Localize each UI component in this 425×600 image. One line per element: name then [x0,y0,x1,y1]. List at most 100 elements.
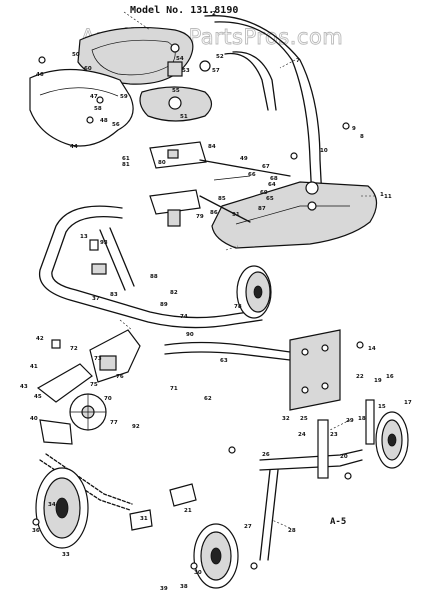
callout-number: 55 [172,88,180,94]
callout-number: 70 [104,396,112,402]
callout-number: 86 [210,210,218,216]
callout-number: 34 [48,502,56,508]
callout-number: 15 [378,404,386,410]
linkage-rods [199,159,291,223]
callout-number: 38 [180,584,188,590]
seat-pan [29,68,134,147]
callout-number: 13 [80,234,88,240]
callout-number: 93 [100,240,108,246]
callout-number: 61 [122,156,130,162]
center-bracket-upper [149,141,207,169]
front-axle [259,449,363,561]
callout-number: 83 [110,292,118,298]
callout-number: 54 [176,56,184,62]
callout-number: 50 [72,52,80,58]
callout-number: 90 [186,332,194,338]
callout-number: 75 [90,382,98,388]
callout-number: 43 [20,384,28,390]
callout-number: 28 [288,528,296,534]
callout-number: 21 [184,508,192,514]
front-wheel-right [375,411,409,469]
callout-number: 66 [248,172,256,178]
sheet-label: A-5 [330,517,346,527]
center-bracket-lower [149,189,201,227]
seat-mount-plate [139,86,213,122]
callout-number: 69 [260,190,268,196]
callout-number: 41 [30,364,38,370]
callout-number: 53 [182,68,190,74]
callout-number: 76 [116,374,124,380]
rear-wheel-upper [236,265,272,319]
main-frame-tube [38,205,263,329]
callout-number: 80 [158,160,166,166]
callout-number: 7 [296,58,300,64]
callout-number: 45 [34,394,42,400]
callout-number: 72 [70,346,78,352]
callout-number: 8 [360,134,364,140]
callout-number: 24 [298,432,306,438]
callout-number: 74 [180,314,188,320]
callout-number: 46 [36,72,44,78]
callout-number: 32 [282,416,290,422]
callout-number: 62 [204,396,212,402]
callout-number: 40 [30,416,38,422]
callout-number: 27 [244,524,252,530]
callout-number: 11 [384,194,392,200]
callout-group: 1278910111314151617181920212223242526272… [20,11,412,592]
callout-number: 30 [194,570,202,576]
callout-number: 14 [368,346,376,352]
drive-chain [39,453,133,511]
leader-lines [119,11,375,529]
callout-number: 84 [208,144,216,150]
callout-number: 63 [220,358,228,364]
callout-number: 77 [110,420,118,426]
callout-number: 85 [218,196,226,202]
fasteners [32,56,364,570]
callout-number: 36 [32,528,40,534]
steering-spindle [317,399,375,479]
gearbox-housing [89,329,141,383]
callout-number: 73 [94,356,102,362]
callout-number: 88 [150,274,158,280]
callout-number: 22 [356,374,364,380]
callout-number: 91 [232,212,240,218]
spring-assembly [167,43,211,77]
callout-number: 48 [100,118,108,124]
callout-number: 37 [92,296,100,302]
steering-column [204,15,323,201]
callout-number: 51 [180,114,188,120]
callout-number: 71 [170,386,178,392]
callout-number: 59 [120,94,128,100]
model-number: Model No. 131.8190 [130,5,238,16]
callout-number: 31 [140,516,148,522]
callout-number: 19 [374,378,382,384]
callout-number: 67 [262,164,270,170]
callout-number: 20 [340,454,348,460]
callout-number: 2 [212,11,216,17]
gear-bracket-left [36,363,93,445]
callout-number: 17 [404,400,412,406]
callout-number: 39 [160,586,168,592]
callout-number: 57 [212,68,220,74]
callout-number: 18 [358,416,366,422]
callout-number: 23 [330,432,338,438]
callout-number: 92 [132,424,140,430]
callout-number: 52 [216,54,224,60]
callout-number: 58 [94,106,102,112]
callout-number: 65 [266,196,274,202]
callout-number: 89 [160,302,168,308]
deck-plate [211,181,378,249]
callout-number: 25 [300,416,308,422]
front-wheel-bottom [193,523,239,589]
callout-number: 29 [346,418,354,424]
side-mount-plate [289,329,341,411]
callout-number: 68 [270,176,278,182]
callout-number: 26 [262,452,270,458]
callout-number: 78 [234,304,242,310]
callout-number: 33 [62,552,70,558]
callout-number: 56 [112,122,120,128]
callout-number: 10 [320,148,328,154]
callout-number: 64 [268,182,276,188]
callout-number: 60 [84,66,92,72]
